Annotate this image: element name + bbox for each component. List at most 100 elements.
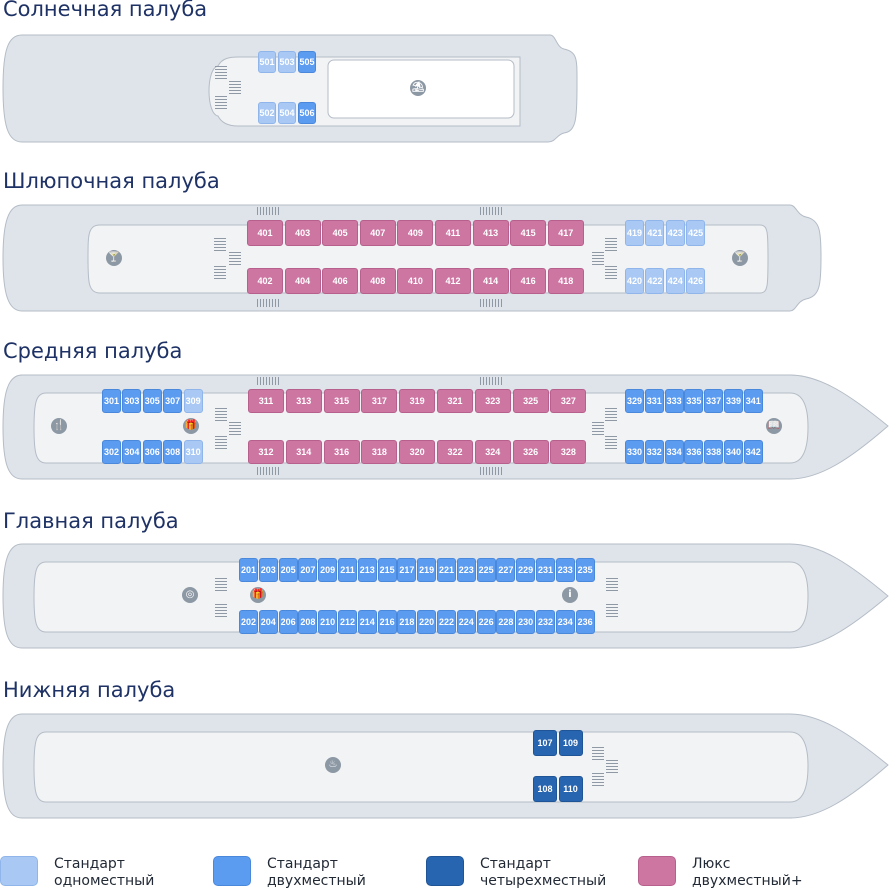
cabin-307[interactable]: 307 <box>163 389 183 413</box>
cabin-326[interactable]: 326 <box>512 440 549 464</box>
cabin-226[interactable]: 226 <box>476 610 496 634</box>
cabin-222[interactable]: 222 <box>437 610 456 634</box>
cabin-411[interactable]: 411 <box>435 220 471 246</box>
cabin-503[interactable]: 503 <box>278 51 296 73</box>
cabin-320[interactable]: 320 <box>399 440 436 464</box>
cabin-215[interactable]: 215 <box>377 558 397 582</box>
cabin-214[interactable]: 214 <box>357 610 377 634</box>
cabin-304[interactable]: 304 <box>122 440 142 464</box>
cabin-221[interactable]: 221 <box>437 558 456 582</box>
cabin-417[interactable]: 417 <box>547 220 584 246</box>
cabin-410[interactable]: 410 <box>397 268 434 294</box>
cabin-407[interactable]: 407 <box>359 220 396 246</box>
cabin-109[interactable]: 109 <box>558 730 583 756</box>
cabin-330[interactable]: 330 <box>625 440 644 464</box>
cabin-341[interactable]: 341 <box>743 389 763 413</box>
cabin-213[interactable]: 213 <box>357 558 377 582</box>
cabin-110[interactable]: 110 <box>558 776 583 802</box>
cabin-421[interactable]: 421 <box>645 220 665 246</box>
cabin-418[interactable]: 418 <box>547 268 584 294</box>
cabin-319[interactable]: 319 <box>399 389 436 413</box>
cabin-327[interactable]: 327 <box>550 389 587 413</box>
cabin-342[interactable]: 342 <box>743 440 763 464</box>
cabin-419[interactable]: 419 <box>625 220 644 246</box>
cabin-424[interactable]: 424 <box>665 268 685 294</box>
cabin-423[interactable]: 423 <box>665 220 685 246</box>
cabin-232[interactable]: 232 <box>536 610 555 634</box>
cabin-502[interactable]: 502 <box>258 102 276 124</box>
cabin-401[interactable]: 401 <box>247 220 283 246</box>
cabin-201[interactable]: 201 <box>239 558 258 582</box>
cabin-217[interactable]: 217 <box>397 558 417 582</box>
cabin-332[interactable]: 332 <box>644 440 664 464</box>
cabin-309[interactable]: 309 <box>183 389 203 413</box>
cabin-230[interactable]: 230 <box>516 610 536 634</box>
cabin-415[interactable]: 415 <box>510 220 547 246</box>
cabin-338[interactable]: 338 <box>704 440 724 464</box>
cabin-218[interactable]: 218 <box>397 610 417 634</box>
cabin-228[interactable]: 228 <box>496 610 516 634</box>
cabin-333[interactable]: 333 <box>664 389 684 413</box>
cabin-329[interactable]: 329 <box>625 389 644 413</box>
cabin-336[interactable]: 336 <box>684 440 704 464</box>
cabin-229[interactable]: 229 <box>516 558 536 582</box>
cabin-227[interactable]: 227 <box>496 558 516 582</box>
cabin-205[interactable]: 205 <box>278 558 298 582</box>
cabin-302[interactable]: 302 <box>102 440 121 464</box>
cabin-233[interactable]: 233 <box>555 558 575 582</box>
cabin-335[interactable]: 335 <box>684 389 704 413</box>
cabin-311[interactable]: 311 <box>248 389 284 413</box>
cabin-223[interactable]: 223 <box>456 558 476 582</box>
cabin-306[interactable]: 306 <box>142 440 162 464</box>
cabin-334[interactable]: 334 <box>664 440 684 464</box>
cabin-210[interactable]: 210 <box>318 610 338 634</box>
cabin-318[interactable]: 318 <box>361 440 398 464</box>
cabin-404[interactable]: 404 <box>284 268 321 294</box>
cabin-303[interactable]: 303 <box>122 389 142 413</box>
cabin-425[interactable]: 425 <box>686 220 706 246</box>
cabin-504[interactable]: 504 <box>278 102 296 124</box>
cabin-203[interactable]: 203 <box>258 558 278 582</box>
cabin-312[interactable]: 312 <box>248 440 284 464</box>
cabin-107[interactable]: 107 <box>533 730 557 756</box>
cabin-339[interactable]: 339 <box>724 389 743 413</box>
cabin-416[interactable]: 416 <box>510 268 547 294</box>
cabin-402[interactable]: 402 <box>247 268 283 294</box>
cabin-505[interactable]: 505 <box>298 51 316 73</box>
cabin-408[interactable]: 408 <box>359 268 396 294</box>
cabin-212[interactable]: 212 <box>338 610 357 634</box>
cabin-211[interactable]: 211 <box>338 558 357 582</box>
cabin-204[interactable]: 204 <box>258 610 278 634</box>
cabin-328[interactable]: 328 <box>550 440 587 464</box>
cabin-403[interactable]: 403 <box>284 220 321 246</box>
cabin-310[interactable]: 310 <box>183 440 203 464</box>
cabin-409[interactable]: 409 <box>397 220 434 246</box>
cabin-316[interactable]: 316 <box>323 440 360 464</box>
cabin-340[interactable]: 340 <box>724 440 743 464</box>
cabin-405[interactable]: 405 <box>322 220 359 246</box>
cabin-235[interactable]: 235 <box>575 558 595 582</box>
cabin-426[interactable]: 426 <box>686 268 706 294</box>
cabin-501[interactable]: 501 <box>258 51 276 73</box>
cabin-420[interactable]: 420 <box>625 268 644 294</box>
cabin-406[interactable]: 406 <box>322 268 359 294</box>
cabin-219[interactable]: 219 <box>417 558 437 582</box>
cabin-322[interactable]: 322 <box>437 440 473 464</box>
cabin-331[interactable]: 331 <box>644 389 664 413</box>
cabin-315[interactable]: 315 <box>323 389 360 413</box>
cabin-412[interactable]: 412 <box>435 268 471 294</box>
cabin-301[interactable]: 301 <box>102 389 121 413</box>
cabin-207[interactable]: 207 <box>298 558 318 582</box>
cabin-202[interactable]: 202 <box>239 610 258 634</box>
cabin-234[interactable]: 234 <box>555 610 575 634</box>
cabin-216[interactable]: 216 <box>377 610 397 634</box>
cabin-308[interactable]: 308 <box>163 440 183 464</box>
cabin-220[interactable]: 220 <box>417 610 437 634</box>
cabin-314[interactable]: 314 <box>285 440 322 464</box>
cabin-224[interactable]: 224 <box>456 610 476 634</box>
cabin-236[interactable]: 236 <box>575 610 595 634</box>
cabin-337[interactable]: 337 <box>704 389 724 413</box>
cabin-323[interactable]: 323 <box>474 389 511 413</box>
cabin-231[interactable]: 231 <box>536 558 555 582</box>
cabin-422[interactable]: 422 <box>645 268 665 294</box>
